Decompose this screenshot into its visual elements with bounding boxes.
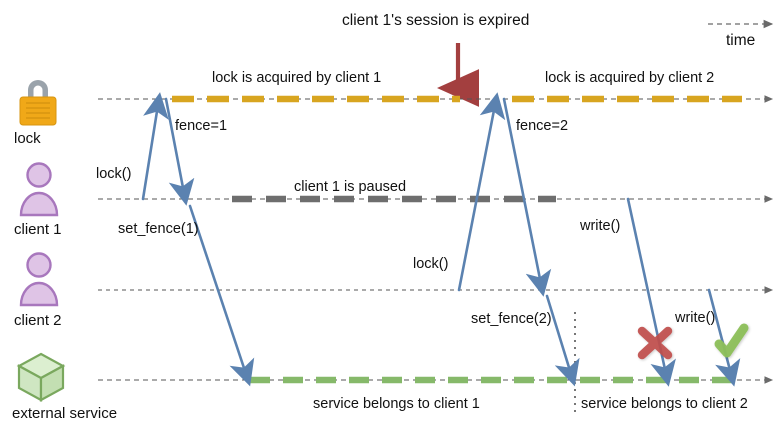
arrow-set-fence-2-call [545,294,580,387]
label-fence-1-response: fence=1 [175,118,228,134]
service-owned-client1-label: service belongs to client 1 [313,396,480,412]
arrow-write-call-client2 [707,288,741,387]
arrow-fence-1-response [164,97,195,206]
label-set-fence-1-call: set_fence(1) [118,221,199,237]
label-lock-call-client1: lock() [96,166,132,182]
person-icon-client2 [19,252,59,307]
arrow-fence-2-response [502,97,552,297]
time-axis-label: time [726,32,756,49]
session-expired-label: client 1's session is expired [342,12,530,29]
actor-label-service: external service [12,405,118,422]
arrow-lock-call-client2 [457,92,506,292]
actor-label-lock: lock [14,130,41,147]
cube-icon [16,352,66,402]
arrow-set-fence-1-call [188,204,255,387]
actor-label-client1: client 1 [14,221,62,238]
accepted-write-marker [714,323,749,358]
padlock-icon [19,80,57,126]
label-set-fence-2-call: set_fence(2) [471,311,552,327]
label-lock-call-client2: lock() [413,256,449,272]
lock-held-client2-label: lock is acquired by client 2 [545,70,715,86]
person-icon-client1 [19,162,59,217]
label-fence-2-response: fence=2 [516,118,569,134]
client1-paused-label: client 1 is paused [294,179,407,195]
rejected-write-marker [637,326,673,360]
service-owned-client2-label: service belongs to client 2 [581,396,748,412]
label-write-call-client2: write() [675,310,716,326]
arrow-lock-call-client1 [141,92,169,201]
label-write-call-client1: write() [580,218,621,234]
lock-held-client1-label: lock is acquired by client 1 [212,70,382,86]
actor-label-client2: client 2 [14,312,62,329]
